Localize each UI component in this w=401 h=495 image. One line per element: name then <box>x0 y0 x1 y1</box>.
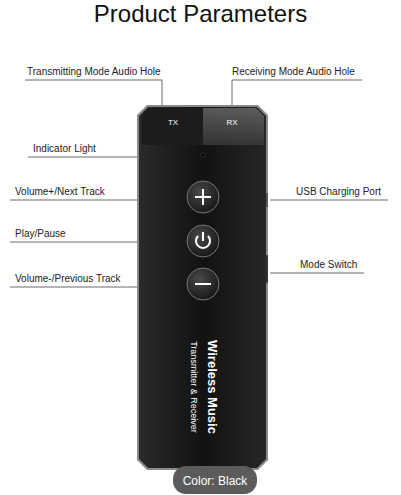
page-title: Product Parameters <box>0 0 401 28</box>
part-label: Receiving Mode Audio Hole <box>232 66 355 78</box>
brand-text: Wireless Music <box>205 340 220 434</box>
color-badge: Color: Black <box>173 466 258 494</box>
subtitle-text: Transmitter & Receiver <box>188 341 199 433</box>
device-body: TX RX Wireless Music Transmitter & Receiver <box>137 105 268 470</box>
part-label: Mode Switch <box>300 259 357 271</box>
part-label: Volume+/Next Track <box>15 186 105 198</box>
badge-text: Color: Black <box>183 474 248 488</box>
part-label: USB Charging Port <box>296 186 381 198</box>
leader-line <box>270 200 388 201</box>
leader-line <box>25 80 162 108</box>
leader-line <box>232 80 362 108</box>
mode-label: RX <box>226 118 237 128</box>
part-label: Transmitting Mode Audio Hole <box>27 66 161 78</box>
mode-label: TX <box>168 118 178 128</box>
part-label: Volume-/Previous Track <box>15 273 121 285</box>
part-label: Play/Pause <box>15 228 66 240</box>
part-label: Indicator Light <box>33 143 96 155</box>
leader-line <box>270 273 364 274</box>
device-illustration <box>137 105 268 470</box>
